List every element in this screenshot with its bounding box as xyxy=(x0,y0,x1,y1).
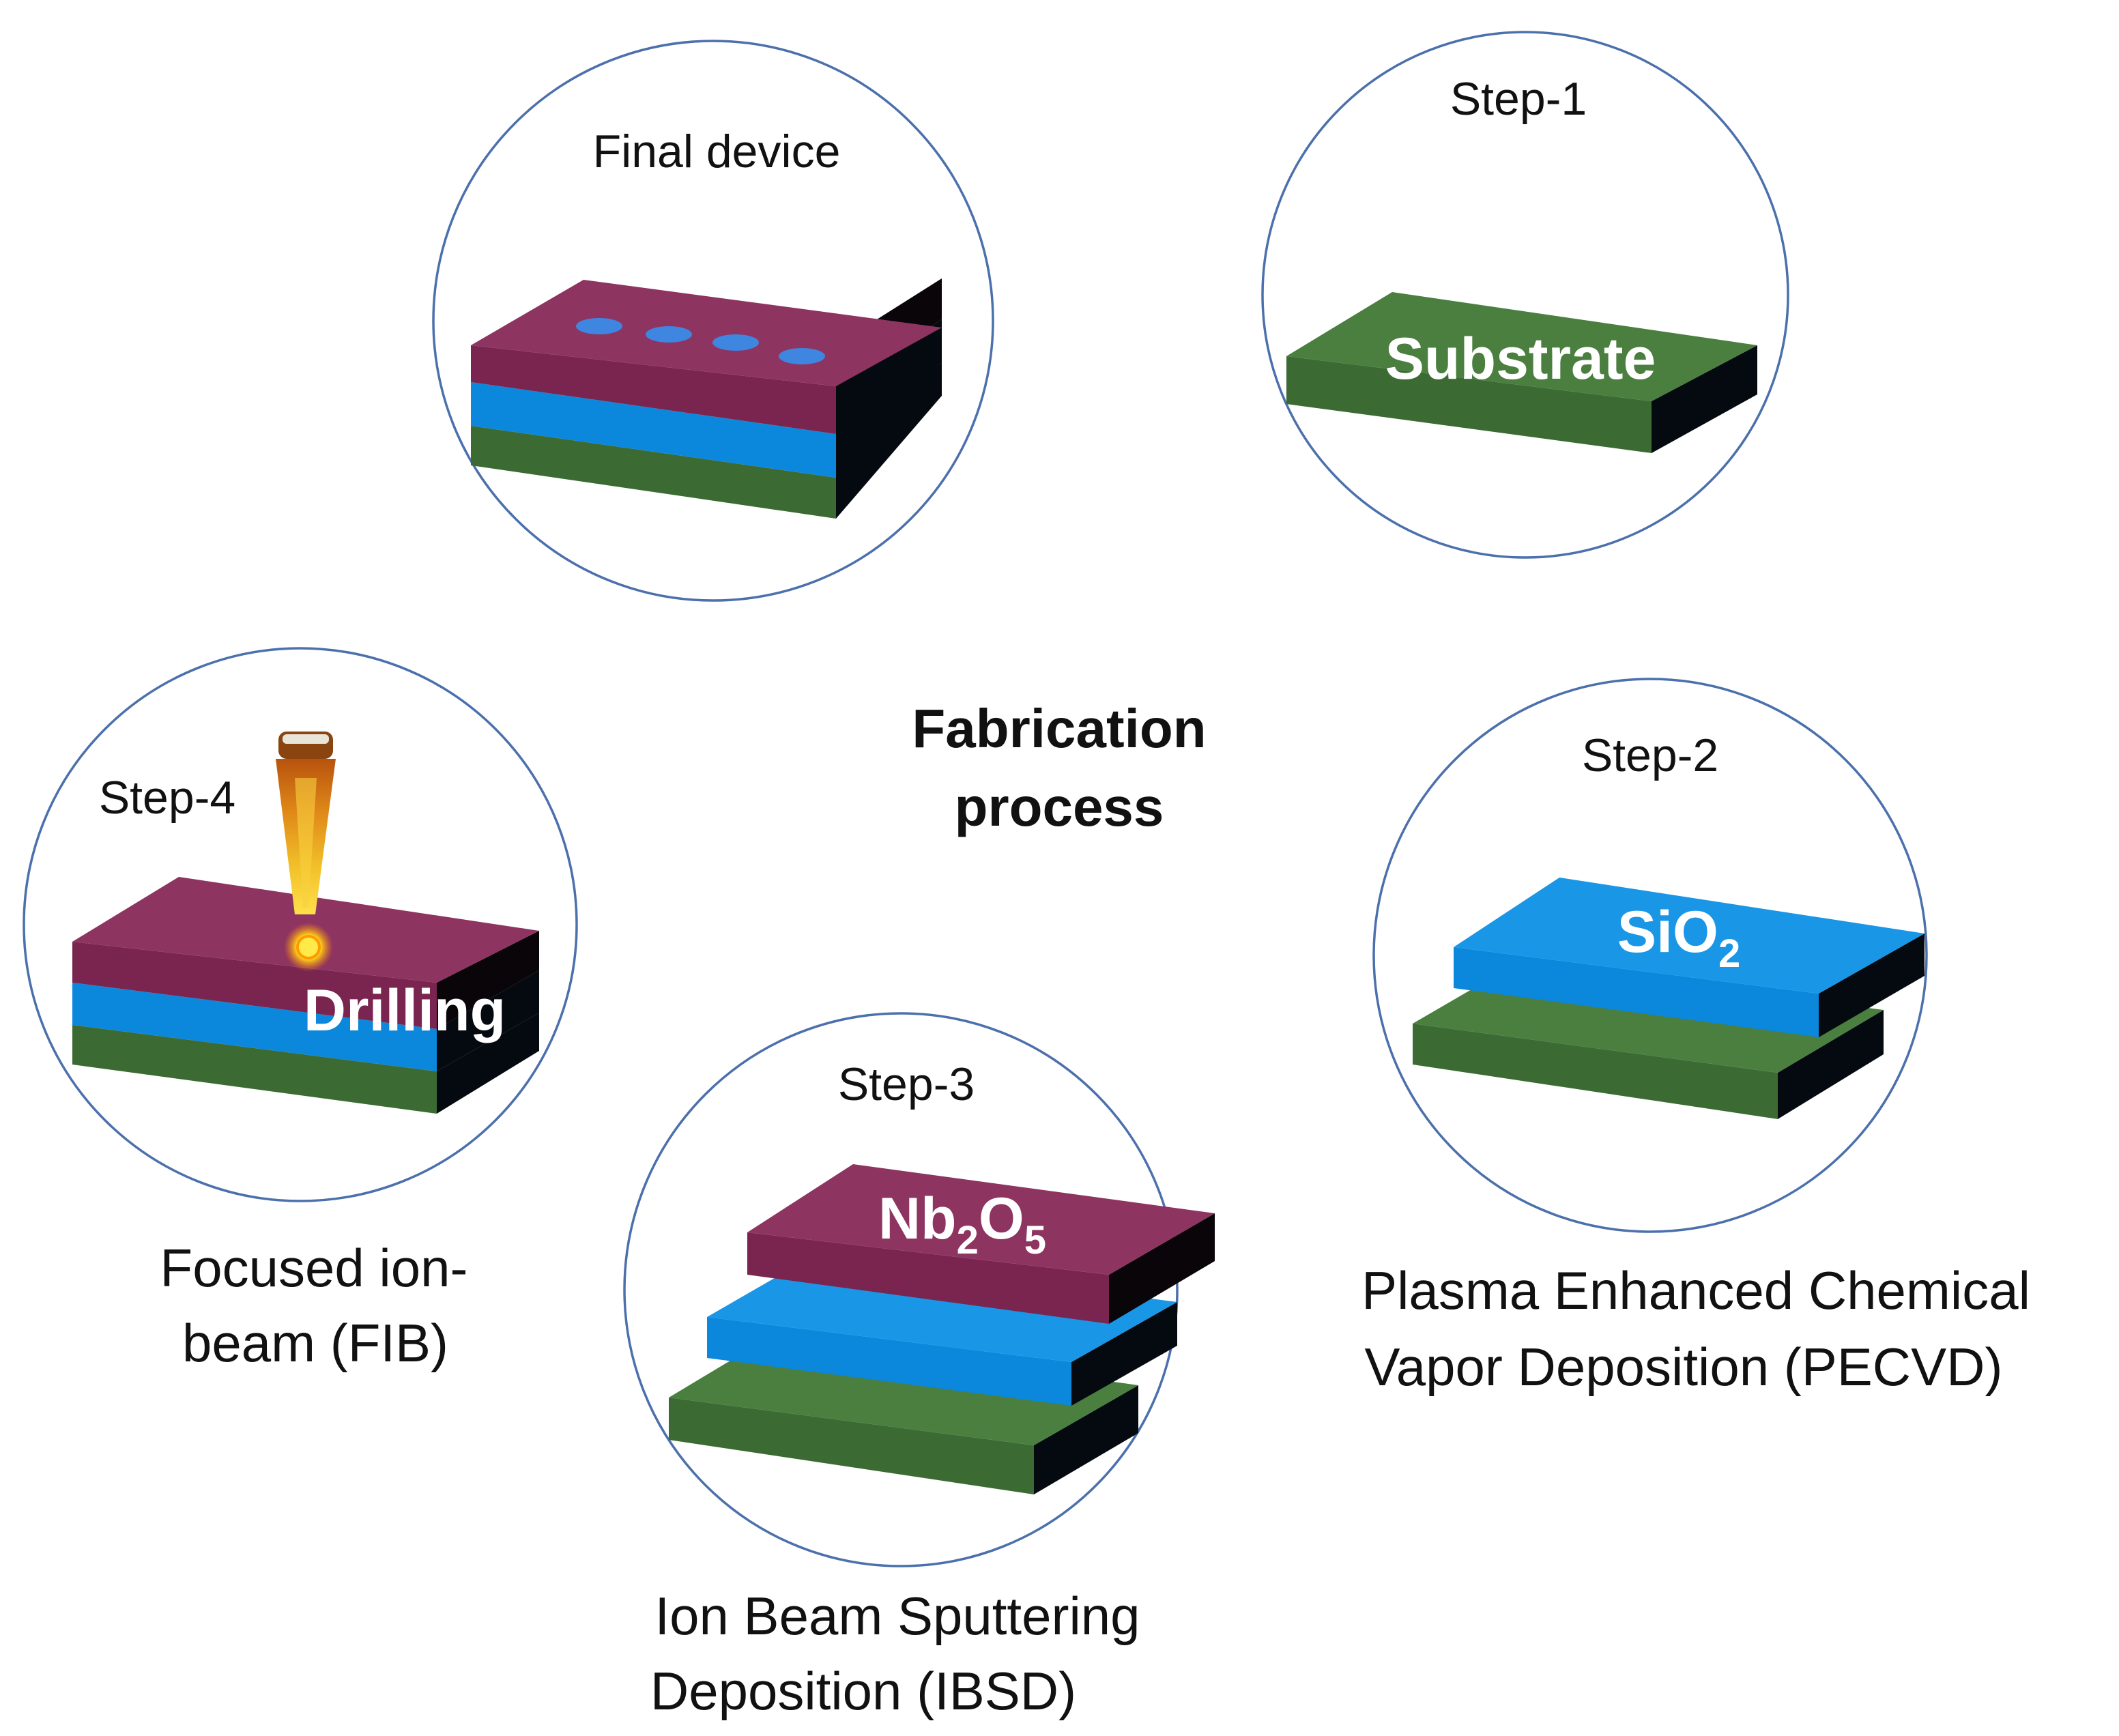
step3-nb2o5-side xyxy=(1109,1213,1215,1324)
step4-circle xyxy=(23,647,578,1202)
step3-sio2-front xyxy=(707,1317,1071,1406)
step2-group: Step-2 SiO2 Plasma Enhanced Chemical Vap… xyxy=(1361,678,2030,1397)
step2-sio2-label: SiO2 xyxy=(1617,899,1740,976)
step3-circle xyxy=(623,1012,1179,1567)
step1-substrate-front xyxy=(1286,356,1652,453)
step3-nb2o5-label: Nb2O5 xyxy=(878,1186,1046,1262)
step4-substrate-front xyxy=(72,1025,437,1114)
step3-group: Step-3 Nb2O5 Ion Beam Sputtering Deposit… xyxy=(623,1012,1215,1721)
step3-nb2o5-front xyxy=(747,1232,1109,1324)
step4-sio2-front xyxy=(72,983,437,1071)
final-substrate-side xyxy=(836,363,942,519)
final-device-label: Final device xyxy=(593,126,841,177)
final-nb2o5-top xyxy=(471,280,942,386)
step1-substrate-top xyxy=(1286,292,1757,401)
step4-group: Step-4 Drilling Focused ion- beam (FIB) xyxy=(23,647,578,1373)
step3-sio2-side xyxy=(1071,1302,1177,1406)
step2-substrate-front xyxy=(1413,1024,1778,1119)
final-hole-2 xyxy=(646,326,692,343)
fib-beam-icon xyxy=(276,732,336,972)
step1-substrate-label: Substrate xyxy=(1385,326,1656,392)
step4-substrate-side xyxy=(437,1013,539,1114)
step3-nb2o5-top xyxy=(747,1164,1215,1275)
final-hole-4 xyxy=(779,348,825,364)
step2-sio2-front xyxy=(1454,947,1819,1037)
step2-circle xyxy=(1372,678,1928,1233)
step3-desc-line1: Ion Beam Sputtering xyxy=(654,1586,1140,1646)
step1-circle xyxy=(1261,31,1789,559)
step2-sio2-side xyxy=(1819,934,1925,1037)
step3-substrate-side xyxy=(1034,1385,1138,1494)
diagram-title-line2: process xyxy=(955,777,1164,837)
step4-label: Step-4 xyxy=(99,772,235,824)
step1-group: Step-1 Substrate xyxy=(1261,31,1789,559)
step2-label: Step-2 xyxy=(1582,729,1718,781)
step1-label: Step-1 xyxy=(1450,73,1587,125)
step2-desc-line1: Plasma Enhanced Chemical xyxy=(1361,1260,2030,1320)
final-device-group: Final device xyxy=(432,40,994,602)
step1-substrate-side xyxy=(1652,345,1757,453)
step2-substrate-side xyxy=(1778,1010,1884,1119)
step4-nb2o5-side xyxy=(437,931,539,1029)
step3-substrate-front xyxy=(669,1398,1034,1494)
final-sio2-side xyxy=(836,319,942,431)
final-device-circle xyxy=(432,40,994,602)
step4-nb2o5-front xyxy=(72,942,437,1029)
final-substrate-front xyxy=(471,426,836,519)
step2-desc-line2: Vapor Deposition (PECVD) xyxy=(1365,1337,2003,1397)
step2-sio2-top xyxy=(1454,878,1925,994)
step3-label: Step-3 xyxy=(838,1058,975,1110)
final-hole-1 xyxy=(576,318,622,334)
final-hole-3 xyxy=(712,334,759,351)
step3-desc-line2: Deposition (IBSD) xyxy=(650,1661,1076,1721)
step4-sio2-side xyxy=(437,970,539,1071)
final-sio2-front xyxy=(471,382,836,478)
step4-desc-line1: Focused ion- xyxy=(160,1238,468,1298)
step4-desc-line2: beam (FIB) xyxy=(182,1313,448,1373)
diagram-title-line1: Fabrication xyxy=(912,698,1206,759)
final-nb2o5-front xyxy=(471,345,836,434)
step4-drilling-label: Drilling xyxy=(304,978,506,1043)
